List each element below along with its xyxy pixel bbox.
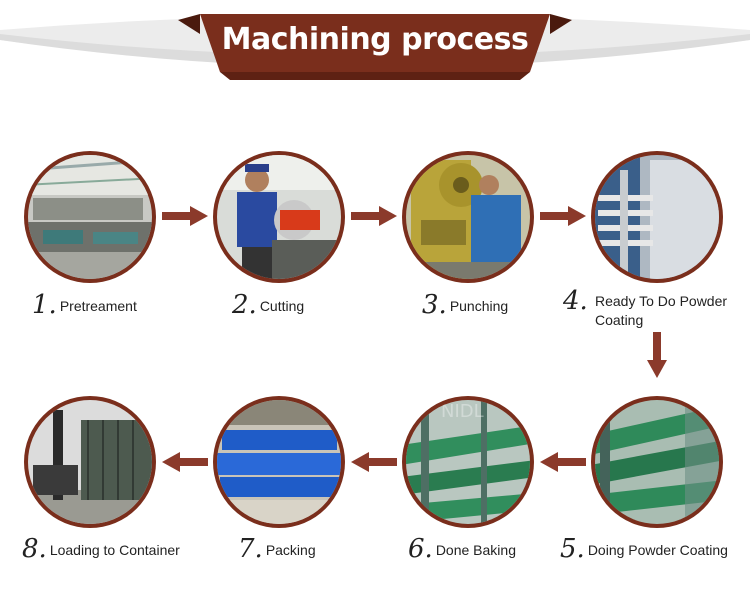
- step-number: 4.: [563, 286, 588, 316]
- container-loading-photo: [24, 396, 156, 528]
- step-label: Loading to Container: [49, 542, 180, 558]
- step-5-photo: [590, 395, 725, 530]
- step-7-photo: [212, 395, 347, 530]
- step-7-caption: 7.Packing: [238, 536, 316, 562]
- coating-line-photo: [591, 151, 723, 283]
- arrow-down-icon: [647, 332, 667, 378]
- step-number: 7.: [238, 534, 263, 564]
- arrow-right-icon: [540, 206, 586, 226]
- punching-machine-photo: [402, 151, 534, 283]
- step-number: 2.: [232, 290, 257, 320]
- step-label: Packing: [265, 542, 316, 558]
- step-number: 3.: [422, 290, 447, 320]
- step-number: 1.: [32, 290, 57, 320]
- step-label: Doing Powder Coating: [587, 542, 728, 558]
- step-2-photo: [212, 150, 347, 285]
- green-poles-photo: [591, 396, 723, 528]
- step-1-photo: [23, 150, 158, 285]
- step-4-caption: 4.Ready To Do Powder Coating: [563, 286, 743, 330]
- step-label: Pretreament: [59, 298, 137, 314]
- arrow-left-icon: [162, 452, 208, 472]
- step-number: 5.: [560, 534, 585, 564]
- pretreatment-factory-photo: [24, 151, 156, 283]
- banner-graphic: [0, 14, 750, 80]
- step-3-photo: [401, 150, 536, 285]
- step-5-caption: 5.Doing Powder Coating: [560, 536, 728, 562]
- arrow-right-icon: [162, 206, 208, 226]
- step-label: Cutting: [259, 298, 305, 314]
- step-label: Ready To Do Powder Coating: [595, 293, 728, 328]
- step-number: 6.: [408, 534, 433, 564]
- step-3-caption: 3.Punching: [422, 292, 509, 318]
- step-4-photo: [590, 150, 725, 285]
- step-8-photo: [23, 395, 158, 530]
- baked-poles-photo: NIDL: [402, 396, 534, 528]
- step-8-caption: 8.Loading to Container: [22, 536, 180, 562]
- step-label: Done Baking: [435, 542, 516, 558]
- watermark-text: NIDL: [441, 401, 484, 422]
- step-1-caption: 1.Pretreament: [32, 292, 137, 318]
- step-6-caption: 6.Done Baking: [408, 536, 516, 562]
- step-label: Punching: [449, 298, 509, 314]
- arrow-left-icon: [540, 452, 586, 472]
- step-2-caption: 2.Cutting: [232, 292, 305, 318]
- step-6-photo: NIDL: [401, 395, 536, 530]
- arrow-left-icon: [351, 452, 397, 472]
- worker-cutting-photo: [213, 151, 345, 283]
- header-banner: Machining process: [0, 0, 750, 100]
- packed-blue-parts-photo: [213, 396, 345, 528]
- step-number: 8.: [22, 534, 47, 564]
- page-title: Machining process: [221, 22, 529, 57]
- arrow-right-icon: [351, 206, 397, 226]
